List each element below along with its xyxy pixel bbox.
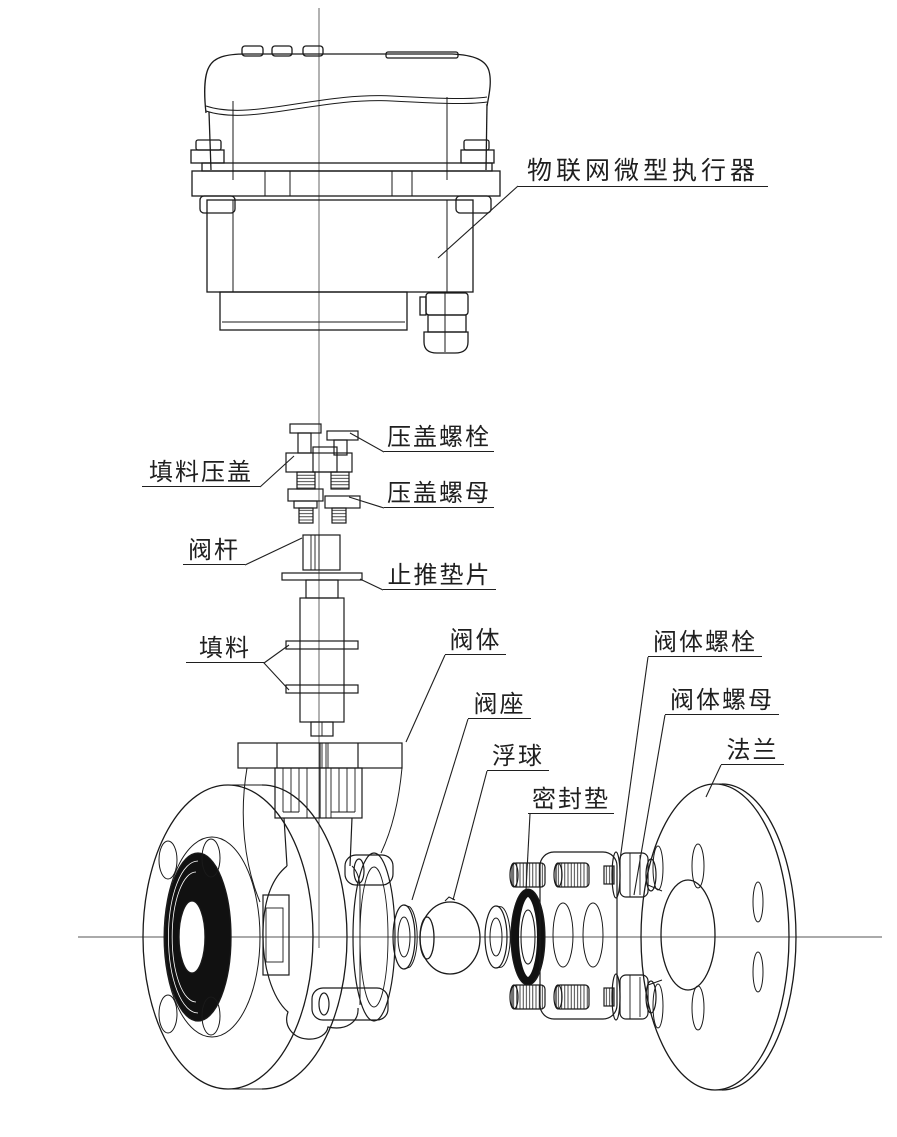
leader-body xyxy=(405,654,446,743)
leader-actuator xyxy=(437,185,519,259)
label-packing: 填料 xyxy=(186,634,264,664)
end-cap-drawing xyxy=(509,851,657,1021)
leader-seat xyxy=(411,718,469,901)
packing-ring-drawing xyxy=(285,684,359,694)
leader-thrust-washer xyxy=(359,578,384,591)
actuator-button-icon xyxy=(302,45,324,57)
label-body: 阀体 xyxy=(445,626,506,656)
leader-gland-bolt xyxy=(349,432,385,453)
actuator-button-icon xyxy=(241,45,264,57)
stem-drawing xyxy=(281,534,363,737)
leader-gland-nut xyxy=(348,496,385,509)
leader-flange xyxy=(705,764,722,798)
packing-ring-drawing xyxy=(285,640,359,650)
flange-bolt-hole xyxy=(752,881,764,923)
label-actuator: 物联网微型执行器 xyxy=(518,156,768,187)
cable-gland-drawing xyxy=(419,292,469,354)
leader-stem xyxy=(244,537,303,566)
label-gasket: 密封垫 xyxy=(528,785,614,815)
label-gland-bolt: 压盖螺栓 xyxy=(384,423,494,453)
left-flange-drawing xyxy=(142,784,348,1090)
ball-drawing xyxy=(419,896,481,975)
actuator-port-strip xyxy=(385,51,459,59)
body-stud-drawing xyxy=(555,862,590,888)
body-nut-drawing xyxy=(603,973,657,1021)
body-stud-drawing xyxy=(511,984,546,1010)
label-stem: 阀杆 xyxy=(183,536,245,566)
label-packing-gland: 填料压盖 xyxy=(142,458,260,488)
flange-bolt-hole xyxy=(752,951,764,993)
leader-packing-gland xyxy=(259,455,295,488)
leader-gasket xyxy=(525,813,531,891)
label-thrust-washer: 止推垫片 xyxy=(383,561,496,591)
leader-ball xyxy=(452,770,488,901)
leader-body-nut xyxy=(633,714,666,896)
label-seat: 阀座 xyxy=(468,690,531,720)
flange-hub-drawing xyxy=(660,879,716,991)
body-stud-drawing xyxy=(555,984,590,1010)
seat-right-drawing xyxy=(484,905,511,969)
seat-left-drawing xyxy=(392,904,418,970)
label-flange: 法兰 xyxy=(721,736,784,766)
flange-bolt-hole xyxy=(158,840,178,880)
leader-lines xyxy=(244,185,722,901)
flange-bolt-hole xyxy=(158,994,178,1034)
flange-bolt-hole xyxy=(201,996,221,1036)
gland-assembly-drawing xyxy=(285,423,361,524)
body-stud-drawing xyxy=(511,862,546,888)
leader-packing xyxy=(263,644,290,691)
right-flange-drawing xyxy=(640,783,797,1091)
label-body-nut: 阀体螺母 xyxy=(665,686,779,716)
actuator-drawing xyxy=(190,45,501,354)
label-ball: 浮球 xyxy=(487,742,549,772)
label-gland-nut: 压盖螺母 xyxy=(384,479,494,509)
body-nut-drawing xyxy=(603,851,657,899)
label-body-bolt: 阀体螺栓 xyxy=(648,628,762,658)
flange-bolt-hole xyxy=(691,985,705,1031)
gasket-drawing xyxy=(510,888,546,986)
valve-body-drawing xyxy=(237,742,403,1040)
flange-bolt-hole xyxy=(652,845,664,891)
flange-bolt-hole xyxy=(201,838,221,878)
actuator-button-icon xyxy=(271,45,293,57)
flange-bolt-hole xyxy=(691,843,705,889)
flange-bolt-hole xyxy=(652,983,664,1029)
leader-body-bolt xyxy=(619,656,649,861)
thrust-washer-drawing xyxy=(281,572,363,581)
